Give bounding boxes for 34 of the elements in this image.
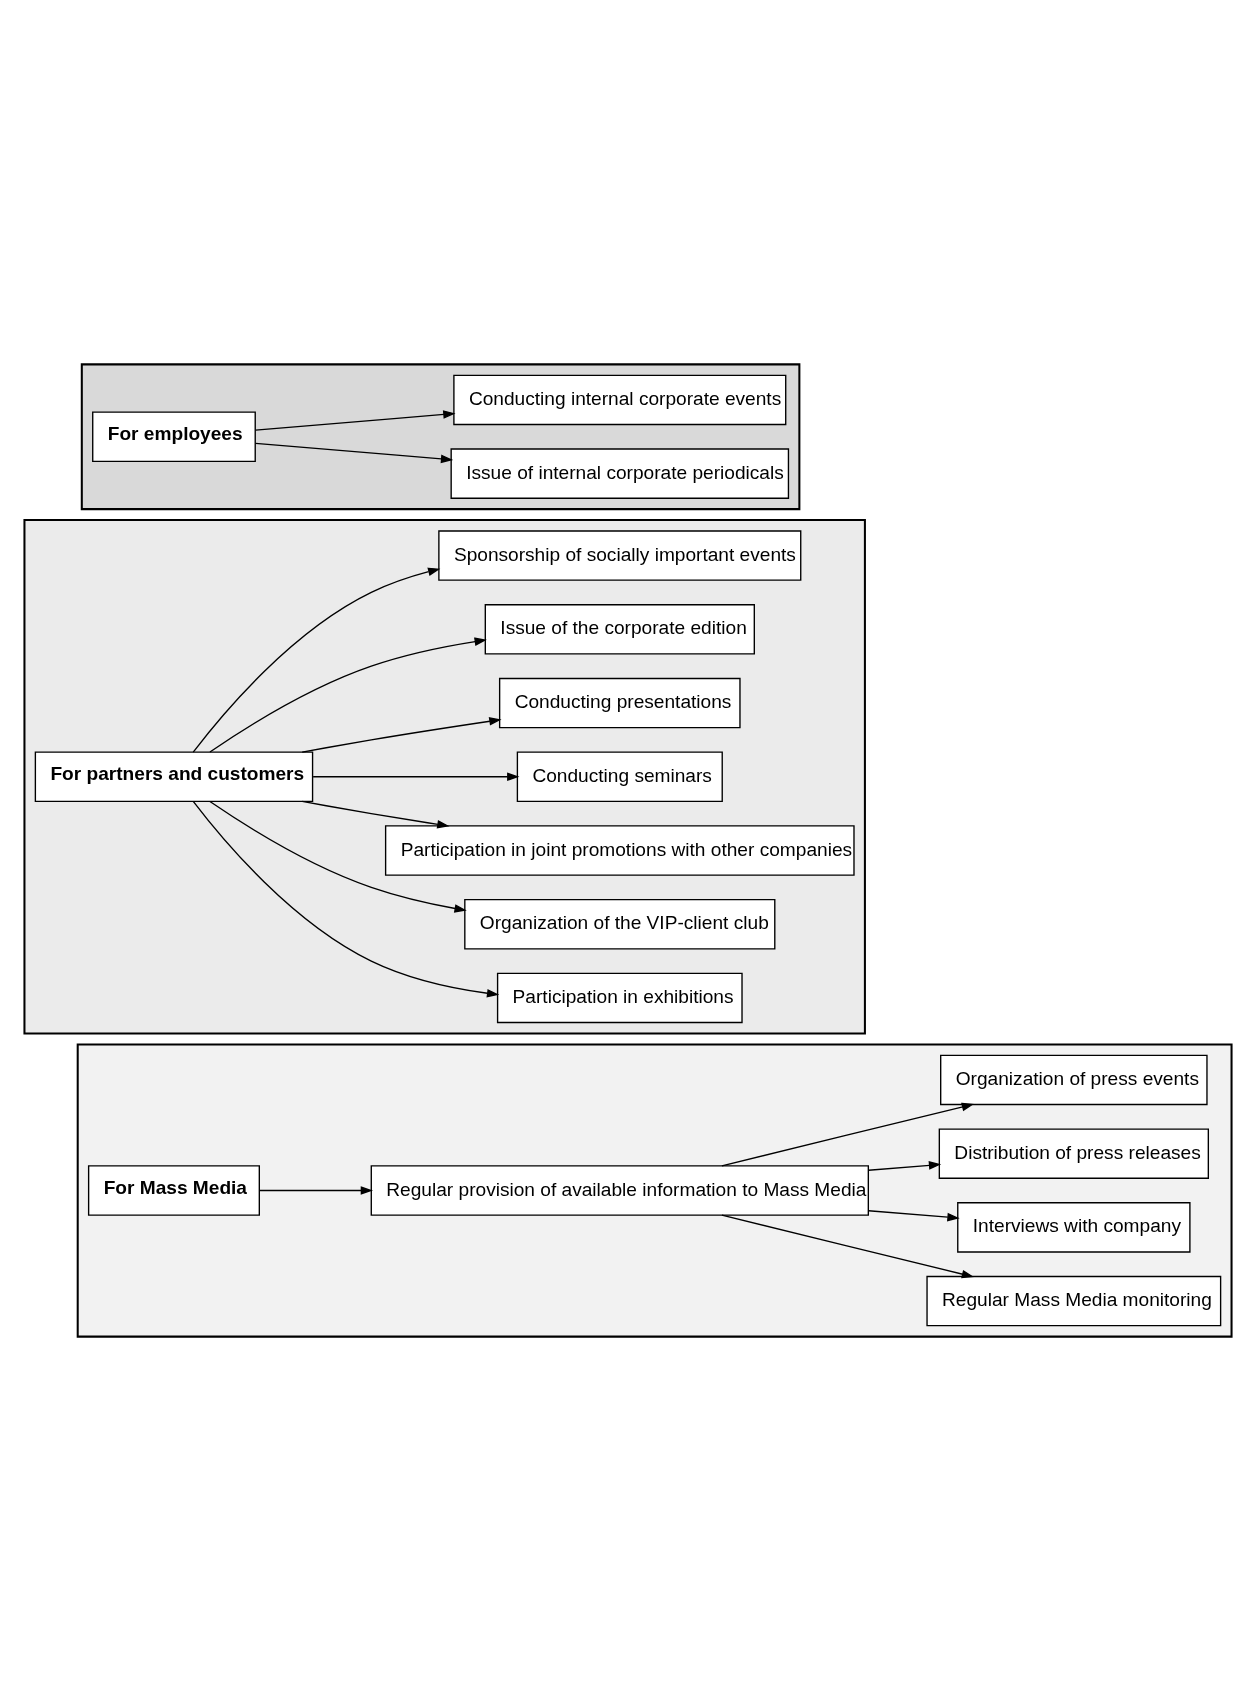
cluster xyxy=(80,363,801,511)
arrow xyxy=(301,717,502,753)
node-box: Conducting internal corporate events xyxy=(453,374,787,426)
arrow xyxy=(312,772,520,782)
node-box: For partners and customers xyxy=(34,751,314,803)
arrow xyxy=(192,800,500,998)
node-box: Participation in joint promotions with other companies xyxy=(384,825,855,876)
arrow xyxy=(721,1102,975,1167)
arrow xyxy=(867,1210,960,1222)
node-box: Issue of internal corporate periodicals xyxy=(450,448,790,499)
node-box: Issue of the corporate edition xyxy=(484,604,755,655)
node-box: Conducting presentations xyxy=(498,677,741,729)
cluster xyxy=(23,519,866,1035)
node-box: Conducting seminars xyxy=(516,751,723,803)
arrow xyxy=(254,410,456,431)
arrow xyxy=(254,442,454,464)
node-box: Distribution of press releases xyxy=(938,1128,1209,1179)
arrow xyxy=(867,1161,942,1171)
node-box: For Mass Media xyxy=(87,1165,260,1216)
arrow xyxy=(209,800,467,913)
node-box: Regular provision of available information to Mass Media xyxy=(370,1165,869,1216)
node-box: Regular Mass Media monitoring xyxy=(926,1275,1222,1327)
node-box: For employees xyxy=(92,411,256,463)
node-box: Participation in exhibitions xyxy=(496,972,743,1024)
node-box: Interviews with company xyxy=(957,1202,1191,1253)
node-box: Sponsorship of socially important events xyxy=(438,530,802,581)
node-box: Organization of the VIP-client club xyxy=(464,898,776,950)
node-box: Organization of press events xyxy=(940,1054,1208,1106)
arrow xyxy=(259,1186,374,1195)
arrow xyxy=(209,637,487,753)
arrow xyxy=(192,567,441,753)
arrow xyxy=(721,1214,975,1279)
cluster xyxy=(76,1043,1233,1338)
arrow xyxy=(301,800,450,829)
